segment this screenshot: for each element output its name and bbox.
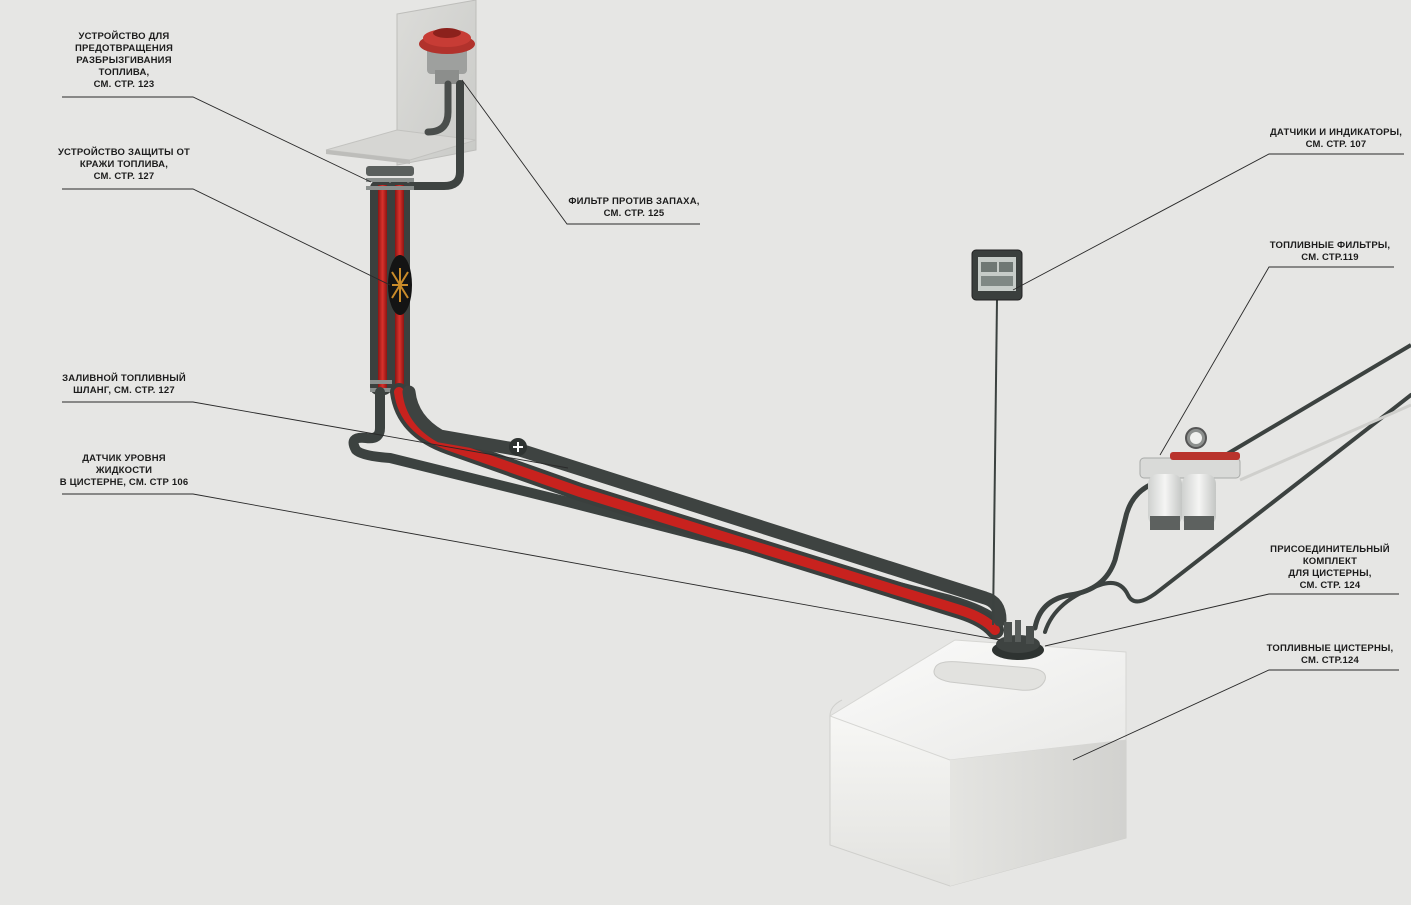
leader-anti-spill <box>62 96 372 183</box>
callout-fuel-tanks: ТОПЛИВНЫЕ ЦИСТЕРНЫ, СМ. СТР.124 <box>1266 643 1394 666</box>
odor-filter-illustration <box>406 28 475 190</box>
anti-theft-device-illustration <box>388 255 412 315</box>
callout-connection-kit: ПРИСОЕДИНИТЕЛЬНЫЙ КОМПЛЕКТ ДЛЯ ЦИСТЕРНЫ,… <box>1270 544 1390 591</box>
callout-fuel-filters: ТОПЛИВНЫЕ ФИЛЬТРЫ, СМ. СТР.119 <box>1269 240 1391 263</box>
leader-fuel-filters <box>1159 266 1394 456</box>
callout-anti-spill: УСТРОЙСТВО ДЛЯ ПРЕДОТВРАЩЕНИЯ РАЗБРЫЗГИВ… <box>74 31 174 90</box>
leader-gauges <box>1012 153 1404 291</box>
leader-anti-theft <box>62 188 391 286</box>
leader-level-sensor <box>62 493 1001 641</box>
callout-level-sensor: ДАТЧИК УРОВНЯ ЖИДКОСТИ В ЦИСТЕРНЕ, СМ. С… <box>59 453 189 488</box>
leader-lines <box>62 79 1404 761</box>
leader-fuel-tanks <box>1072 669 1399 761</box>
fuel-tank-illustration <box>828 639 1127 887</box>
callout-odor-filter: ФИЛЬТР ПРОТИВ ЗАПАХА, СМ. СТР. 125 <box>568 196 700 219</box>
callout-fill-hose: ЗАЛИВНОЙ ТОПЛИВНЫЙ ШЛАНГ, СМ. СТР. 127 <box>62 373 186 396</box>
hoses-to-tank <box>348 383 1007 639</box>
leader-odor-filter <box>461 79 700 225</box>
leader-fill-hose <box>62 401 569 469</box>
callout-gauges: ДАТЧИКИ И ИНДИКАТОРЫ, СМ. СТР. 107 <box>1269 127 1403 150</box>
callout-anti-theft: УСТРОЙСТВО ЗАЩИТЫ ОТ КРАЖИ ТОПЛИВА, СМ. … <box>57 147 191 182</box>
hoses-to-filters <box>1032 343 1411 634</box>
gauge-illustration <box>971 249 1023 626</box>
connection-kit-illustration <box>992 620 1044 660</box>
fuel-filters-illustration <box>1139 427 1241 530</box>
leader-connection-kit <box>1044 593 1399 647</box>
